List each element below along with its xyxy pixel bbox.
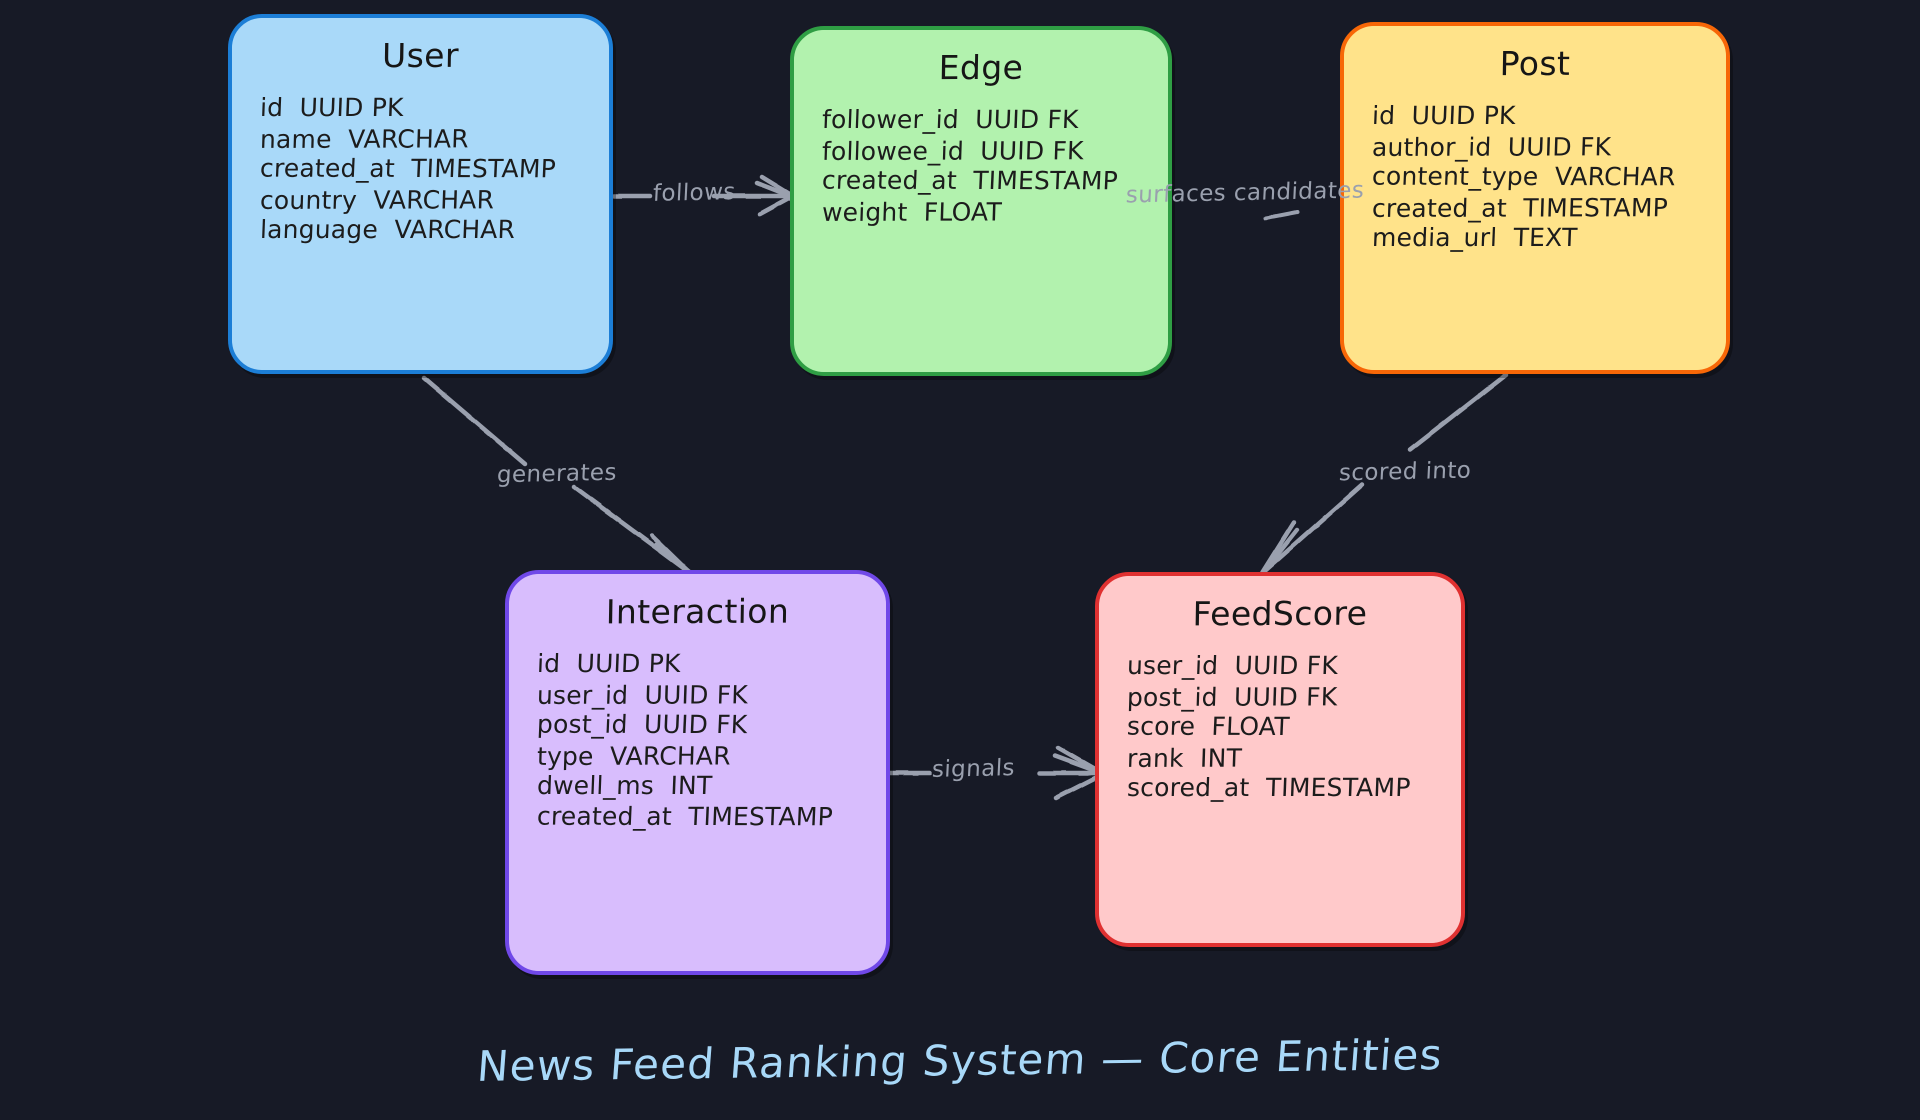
- field-row: user_id UUID FK: [536, 679, 749, 710]
- entity-feedscore-title: FeedScore: [1192, 593, 1368, 634]
- field-row: weight FLOAT: [821, 197, 1003, 227]
- field-row: post_id UUID FK: [536, 709, 749, 740]
- diagram-title: News Feed Ranking System — Core Entities: [475, 1030, 1445, 1091]
- entity-user-body: User id UUID PK name VARCHAR created_at …: [232, 18, 609, 370]
- field-row: user_id UUID FK: [1126, 651, 1339, 680]
- entity-user-fields: id UUID PK name VARCHAR created_at TIMES…: [254, 93, 587, 246]
- entity-feedscore[interactable]: FeedScore user_id UUID FK post_id UUID F…: [1095, 572, 1465, 947]
- entity-post-body: Post id UUID PK author_id UUID FK conten…: [1344, 26, 1726, 370]
- field-row: created_at TIMESTAMP: [259, 153, 557, 184]
- entity-interaction-fields: id UUID PK user_id UUID FK post_id UUID …: [531, 649, 864, 833]
- field-row: scored_at TIMESTAMP: [1126, 773, 1412, 803]
- field-row: dwell_ms INT: [536, 771, 713, 801]
- field-row: created_at TIMESTAMP: [1371, 192, 1669, 223]
- field-row: content_type VARCHAR: [1371, 161, 1677, 192]
- edge-label-generates: generates: [496, 459, 618, 489]
- field-row: rank INT: [1126, 743, 1243, 773]
- entity-edge-body: Edge follower_id UUID FK followee_id UUI…: [794, 30, 1168, 372]
- entity-post-title: Post: [1499, 43, 1571, 84]
- entity-feedscore-body: FeedScore user_id UUID FK post_id UUID F…: [1099, 576, 1461, 943]
- field-row: name VARCHAR: [259, 123, 470, 154]
- field-row: created_at TIMESTAMP: [821, 165, 1119, 196]
- field-row: language VARCHAR: [259, 215, 516, 245]
- field-row: created_at TIMESTAMP: [536, 801, 834, 832]
- field-row: country VARCHAR: [259, 185, 495, 215]
- field-row: author_id UUID FK: [1371, 131, 1612, 162]
- edge-label-signals: signals: [931, 755, 1016, 783]
- entity-interaction-body: Interaction id UUID PK user_id UUID FK p…: [509, 574, 886, 971]
- entity-feedscore-fields: user_id UUID FK post_id UUID FK score FL…: [1121, 651, 1439, 804]
- field-row: post_id UUID FK: [1126, 681, 1338, 712]
- edge-label-follows: follows: [652, 179, 737, 207]
- field-row: score FLOAT: [1126, 711, 1291, 742]
- connector-surfaces-candidates: [1264, 210, 1299, 220]
- entity-edge-title: Edge: [938, 47, 1024, 88]
- entity-edge[interactable]: Edge follower_id UUID FK followee_id UUI…: [790, 26, 1172, 376]
- field-row: type VARCHAR: [536, 741, 732, 771]
- edge-label-surfaces-candidates: surfaces candidates: [1125, 177, 1365, 209]
- edge-label-scored-into: scored into: [1338, 457, 1472, 487]
- entity-user-title: User: [381, 35, 460, 76]
- field-row: follower_id UUID FK: [821, 105, 1080, 134]
- field-row: id UUID PK: [259, 93, 405, 122]
- entity-interaction-title: Interaction: [605, 591, 790, 632]
- field-row: followee_id UUID FK: [821, 135, 1085, 166]
- entity-interaction[interactable]: Interaction id UUID PK user_id UUID FK p…: [505, 570, 890, 975]
- field-row: media_url TEXT: [1371, 223, 1578, 253]
- entity-user[interactable]: User id UUID PK name VARCHAR created_at …: [228, 14, 613, 374]
- field-row: id UUID PK: [1371, 101, 1517, 130]
- entity-post[interactable]: Post id UUID PK author_id UUID FK conten…: [1340, 22, 1730, 374]
- entity-post-fields: id UUID PK author_id UUID FK content_typ…: [1366, 101, 1704, 254]
- entity-edge-fields: follower_id UUID FK followee_id UUID FK …: [816, 105, 1146, 227]
- field-row: id UUID PK: [536, 649, 682, 678]
